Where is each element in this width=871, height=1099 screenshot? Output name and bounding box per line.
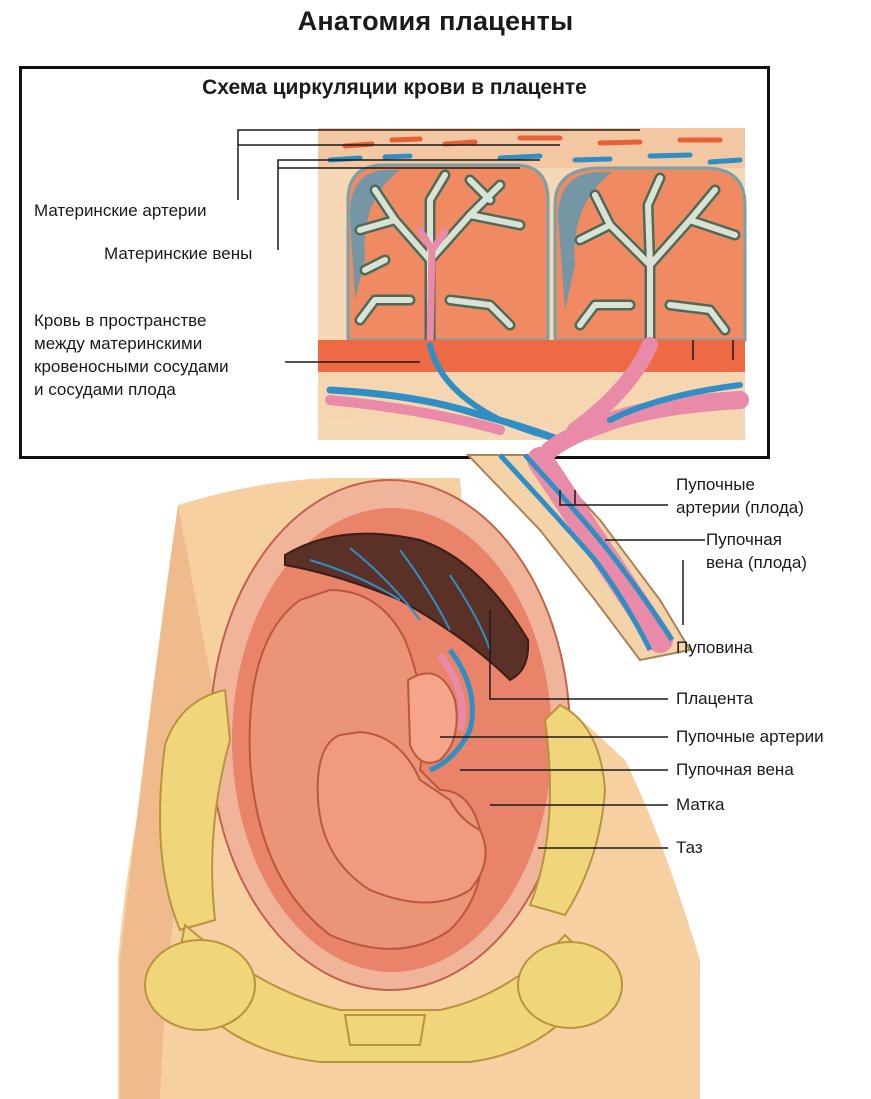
label-placenta: Плацента (676, 687, 753, 710)
maternal-surface (318, 128, 745, 168)
inset-illustration (318, 128, 745, 450)
label-umbilical-cord: Пуповина (676, 636, 753, 659)
label-umbilical-vein-fetal: Пупочная вена (плода) (706, 528, 807, 574)
label-umbilical-arteries-fetal: Пупочные артерии (плода) (676, 473, 804, 519)
pubic-symphysis (345, 1015, 425, 1045)
label-maternal-veins: Материнские вены (104, 242, 252, 265)
fetus-limb (408, 673, 457, 763)
label-maternal-arteries: Материнские артерии (34, 199, 206, 222)
chorionic-plate (318, 340, 745, 372)
label-uterus: Матка (676, 793, 725, 816)
pelvis-left-hip (145, 940, 255, 1030)
label-umbilical-vein: Пупочная вена (676, 758, 794, 781)
label-intervillous-blood: Кровь в пространстве между материнскими … (34, 309, 229, 401)
label-pelvis: Таз (676, 836, 703, 859)
pelvis-right-hip (518, 942, 622, 1028)
label-umbilical-arteries: Пупочные артерии (676, 725, 824, 748)
